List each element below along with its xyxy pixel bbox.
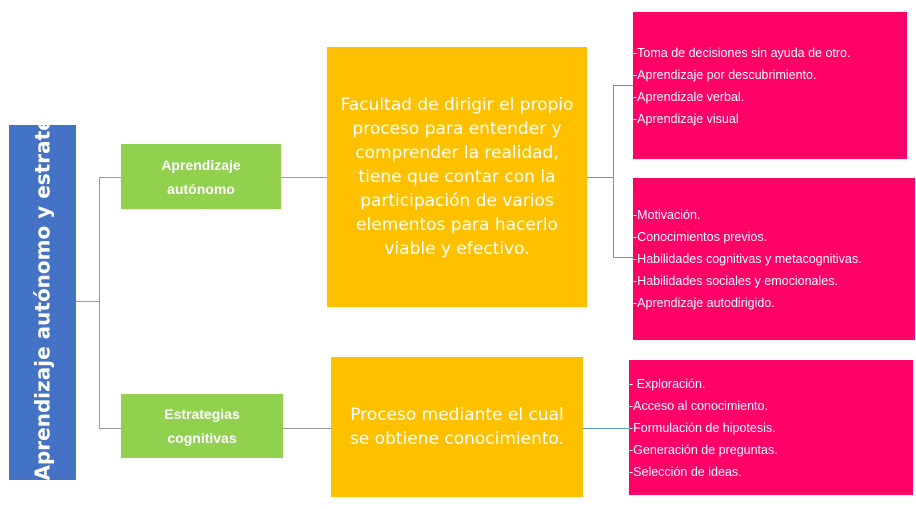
list-item: -Aprendizaje por descubrimiento. bbox=[633, 67, 817, 82]
list-item: -Acceso al conocimiento. bbox=[629, 398, 768, 413]
description-estrategias: Proceso mediante el cual se obtiene cono… bbox=[331, 357, 583, 497]
connector bbox=[613, 85, 633, 86]
connector bbox=[613, 85, 614, 258]
description-autonomo: Facultad de dirigir el propio proceso pa… bbox=[327, 47, 587, 307]
list-item: -Formulación de hipotesis. bbox=[629, 420, 776, 435]
list-item: -Habilidades sociales y emocionales. bbox=[633, 274, 838, 288]
connector bbox=[99, 177, 121, 178]
list-item: -Conocimientos previos. bbox=[633, 230, 768, 244]
description-text: Proceso mediante el cual se obtiene cono… bbox=[349, 405, 565, 449]
connector bbox=[281, 177, 327, 178]
connector bbox=[583, 428, 629, 429]
list-item: -Motivación. bbox=[633, 208, 701, 222]
connector bbox=[99, 177, 100, 429]
branch-aprendizaje-autonomo: Aprendizaje autónomo bbox=[121, 144, 281, 209]
branch-estrategias-cognitivas: Estrategias cognitivas bbox=[121, 394, 283, 458]
list-item: -Aprendizale verbal. bbox=[633, 89, 745, 104]
connector bbox=[613, 257, 633, 258]
list-item: -Aprendizaje autodirigido. bbox=[633, 296, 775, 310]
items-box-1: -Toma de decisiones sin ayuda de otro. -… bbox=[633, 12, 907, 159]
list-item: -Generación de preguntas. bbox=[629, 442, 778, 457]
list-item: -Aprendizaje visual bbox=[633, 111, 739, 126]
root-label: Aprendizaje autónomo y estrategias cogni… bbox=[30, 0, 55, 480]
items-box-2: -Motivación. -Conocimientos previos. -Ha… bbox=[633, 178, 915, 340]
list-item: -Selección de ideas. bbox=[629, 464, 742, 479]
connector bbox=[587, 177, 613, 178]
branch-label: Aprendizaje autónomo bbox=[161, 156, 241, 197]
list-item: -Habilidades cognitivas y metacognitivas… bbox=[633, 252, 862, 266]
connector bbox=[283, 428, 331, 429]
list-item: -Toma de decisiones sin ayuda de otro. bbox=[633, 45, 851, 60]
connector bbox=[76, 301, 99, 302]
items-box-3: - Exploración. -Acceso al conocimiento. … bbox=[629, 360, 913, 495]
description-text: Facultad de dirigir el propio proceso pa… bbox=[340, 95, 574, 259]
connector bbox=[99, 428, 121, 429]
list-item: - Exploración. bbox=[629, 376, 706, 391]
branch-label: Estrategias cognitivas bbox=[164, 406, 240, 446]
root-node: Aprendizaje autónomo y estrategias cogni… bbox=[9, 0, 76, 480]
